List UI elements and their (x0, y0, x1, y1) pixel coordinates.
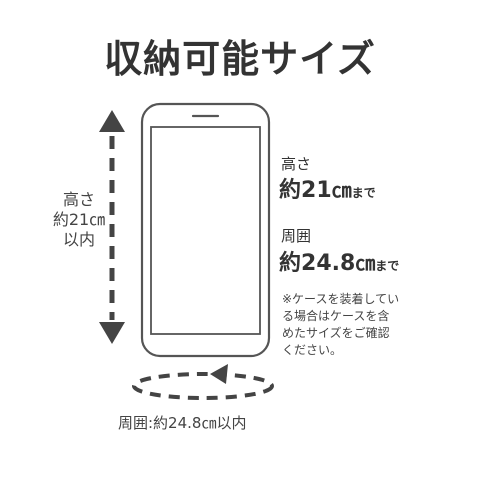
page-title: 収納可能サイズ (104, 37, 376, 81)
circumference-spec-number: 24.8 (301, 251, 356, 276)
circumference-dashed-ellipse (132, 372, 274, 400)
height-spec-number: 21 (301, 178, 332, 203)
circumference-spec-value: 約24.8㎝まで (279, 245, 399, 277)
circumference-spec-label: 周囲 (281, 227, 312, 245)
height-limit-label: 高さ 約21㎝ 以内 (44, 190, 114, 250)
circumference-limit-label: 周囲:約24.8㎝以内 (118, 414, 247, 432)
height-spec-unit: ㎝ (331, 178, 352, 202)
case-note: ※ケースを装着してい る場合はケースを含 めたサイズをご確認 ください。 (282, 291, 432, 359)
phone-screen (150, 126, 261, 335)
height-spec-label: 高さ (281, 155, 312, 173)
circumference-arrow-head (210, 364, 228, 384)
case-note-line1: ※ケースを装着してい (282, 292, 400, 306)
arrow-head-down (99, 322, 125, 344)
height-limit-label-line3: 以内 (62, 230, 95, 249)
height-spec-suffix: まで (351, 186, 376, 200)
circumference-spec-unit: ㎝ (355, 251, 376, 275)
height-arrow (99, 110, 125, 344)
arrow-head-up (99, 110, 125, 132)
case-note-line3: めたサイズをご確認 (282, 326, 390, 340)
height-limit-label-line2: 約21㎝ (52, 210, 106, 229)
height-spec-prefix: 約 (279, 178, 302, 203)
case-note-line2: る場合はケースを含 (282, 309, 390, 323)
height-spec-value: 約21㎝まで (279, 172, 376, 204)
case-note-line4: ください。 (282, 343, 343, 357)
height-limit-label-line1: 高さ (62, 190, 95, 209)
circumference-spec-prefix: 約 (279, 251, 302, 276)
phone-illustration (140, 102, 271, 358)
circumference-arrow (132, 364, 274, 400)
circumference-spec-suffix: まで (375, 259, 400, 273)
